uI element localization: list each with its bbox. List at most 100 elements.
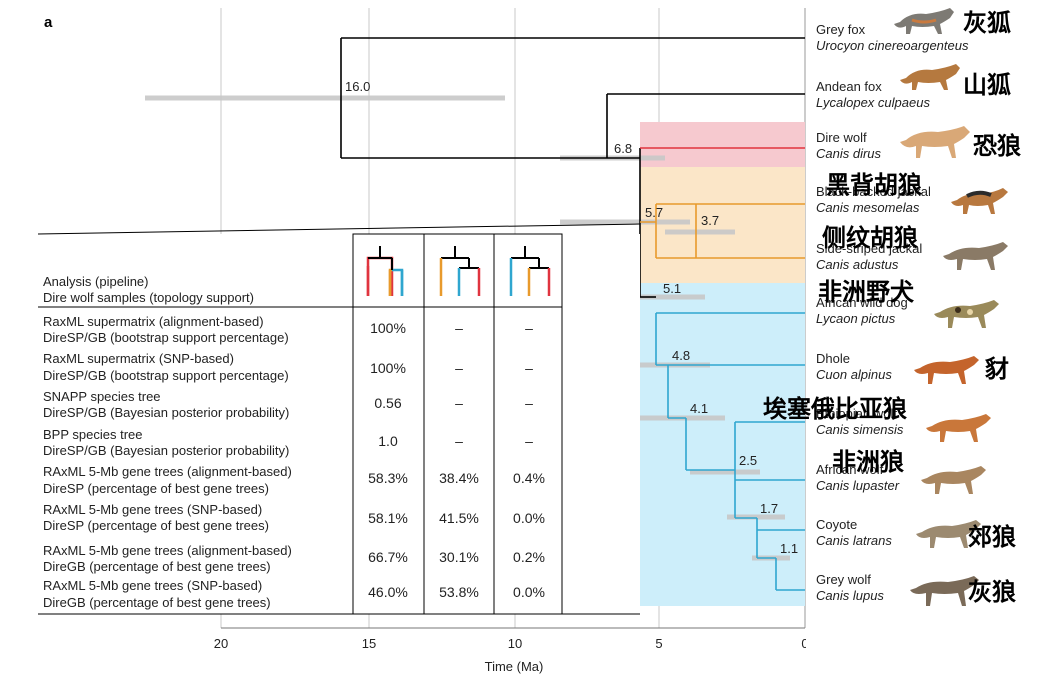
row-analysis: RaxML supermatrix (SNP-based) xyxy=(43,351,234,366)
taxon-common-name: Grey fox xyxy=(816,22,866,37)
cell-value: 58.1% xyxy=(368,510,408,526)
taxon-grey-wolf: Grey wolf Canis lupus xyxy=(816,572,884,603)
coyote-illustration xyxy=(916,520,981,548)
taxon-dhole: Dhole Cuon alpinus xyxy=(816,351,892,382)
node-age-label: 5.1 xyxy=(663,281,681,296)
node-age-label: 2.5 xyxy=(739,453,757,468)
grey-wolf-illustration xyxy=(910,576,979,606)
taxon-latin-name: Canis adustus xyxy=(816,257,899,272)
table-connector-line xyxy=(37,223,641,235)
cell-value: – xyxy=(525,395,533,411)
cell-value: 0.0% xyxy=(513,510,545,526)
black-backed-jackal-illustration xyxy=(951,188,1008,214)
dire-wolf-band xyxy=(640,122,805,167)
animal-illustrations xyxy=(894,8,1008,606)
cell-value: 100% xyxy=(370,320,406,336)
panel-label: a xyxy=(44,14,53,31)
row-pipeline: DireSP (percentage of best gene trees) xyxy=(43,518,269,533)
branch-ethiopian-wolf xyxy=(668,417,805,471)
row-pipeline: DireGB (percentage of best gene trees) xyxy=(43,559,271,574)
table-row: RAxML 5-Mb gene trees (SNP-based) DireSP… xyxy=(43,502,545,533)
taxon-latin-name: Canis lupaster xyxy=(816,478,900,493)
jackal-band xyxy=(640,167,805,283)
branch-jackals xyxy=(640,203,805,259)
chinese-name: 豺 xyxy=(984,355,1009,383)
cell-value: 38.4% xyxy=(439,470,479,486)
node-age-label: 16.0 xyxy=(345,79,370,94)
table-row: RAxML 5-Mb gene trees (SNP-based) DireGB… xyxy=(43,578,545,610)
african-wild-dog-illustration xyxy=(934,300,999,328)
cell-value: 0.56 xyxy=(374,395,401,411)
cell-value: 46.0% xyxy=(368,584,408,600)
taxon-labels: Grey fox Urocyon cinereoargenteus Andean… xyxy=(816,22,969,603)
chinese-name: 灰狼 xyxy=(968,578,1016,606)
table-row: SNAPP species tree DireSP/GB (Bayesian p… xyxy=(43,389,533,420)
taxon-common-name: Side-striped jackal xyxy=(816,241,922,256)
taxon-andean-fox: Andean fox Lycalopex culpaeus xyxy=(816,79,930,110)
chinese-name-overlays: 灰狐 山狐 恐狼 黑背胡狼 侧纹胡狼 非洲野犬 豺 埃塞俄比亚狼 非洲狼 郊狼 … xyxy=(763,9,1021,606)
cell-value: 0.4% xyxy=(513,470,545,486)
table-header-line: Analysis (pipeline) xyxy=(43,274,149,289)
taxa-panel xyxy=(806,8,1037,678)
branch-root xyxy=(340,37,805,159)
taxon-african-wolf: African wolf Canis lupaster xyxy=(816,462,900,493)
row-analysis: RAxML 5-Mb gene trees (alignment-based) xyxy=(43,543,292,558)
cell-value: – xyxy=(455,360,463,376)
taxon-side-striped-jackal: Side-striped jackal Canis adustus xyxy=(816,241,922,272)
table-header-line: Dire wolf samples (topology support) xyxy=(43,290,254,305)
row-analysis: RAxML 5-Mb gene trees (SNP-based) xyxy=(43,502,262,517)
row-analysis: RAxML 5-Mb gene trees (alignment-based) xyxy=(43,464,292,479)
wolf-like-band xyxy=(640,283,805,606)
row-analysis: RAxML 5-Mb gene trees (SNP-based) xyxy=(43,578,262,593)
cell-value: 53.8% xyxy=(439,584,479,600)
taxon-common-name: African wolf xyxy=(816,462,884,477)
taxon-common-name: Ethiopian wolf xyxy=(816,406,897,421)
cell-value: – xyxy=(525,320,533,336)
chinese-name: 埃塞俄比亚狼 xyxy=(763,395,907,423)
cell-value: 58.3% xyxy=(368,470,408,486)
chinese-name: 侧纹胡狼 xyxy=(822,224,918,252)
cell-value: – xyxy=(525,360,533,376)
tick-label: 5 xyxy=(655,636,662,651)
cell-value: 100% xyxy=(370,360,406,376)
cell-value: 30.1% xyxy=(439,549,479,565)
african-wolf-illustration xyxy=(921,466,986,494)
taxon-latin-name: Canis latrans xyxy=(816,533,892,548)
branch-african-wild-dog xyxy=(655,312,805,366)
taxon-common-name: African wild dog xyxy=(816,295,908,310)
node-age-label: 1.1 xyxy=(780,541,798,556)
taxon-coyote: Coyote Canis latrans xyxy=(816,517,892,548)
table-row: RAxML 5-Mb gene trees (alignment-based) … xyxy=(43,543,545,574)
chinese-name: 恐狼 xyxy=(973,132,1021,160)
taxon-common-name: Grey wolf xyxy=(816,572,871,587)
branch-andean-fox xyxy=(606,93,805,158)
taxon-common-name: Dhole xyxy=(816,351,850,366)
row-pipeline: DireSP/GB (bootstrap support percentage) xyxy=(43,330,289,345)
table-row: RaxML supermatrix (alignment-based) Dire… xyxy=(43,314,533,345)
chinese-name: 非洲狼 xyxy=(832,448,904,476)
branch-grey-wolf xyxy=(757,557,805,591)
chinese-name: 非洲野犬 xyxy=(818,278,915,306)
node-age-labels: 16.0 6.8 5.7 3.7 5.1 4.8 4.1 2.5 1.7 1.1 xyxy=(345,79,798,556)
row-analysis: RaxML supermatrix (alignment-based) xyxy=(43,314,264,329)
taxon-latin-name: Lycaon pictus xyxy=(816,311,896,326)
support-table: Analysis (pipeline) Dire wolf samples (t… xyxy=(37,223,641,615)
row-pipeline: DireSP (percentage of best gene trees) xyxy=(43,481,269,496)
table-row: RaxML supermatrix (SNP-based) DireSP/GB … xyxy=(43,351,533,383)
node-age-label: 4.1 xyxy=(690,401,708,416)
node-age-label: 3.7 xyxy=(701,213,719,228)
node-age-label: 4.8 xyxy=(672,348,690,363)
clade-bands xyxy=(640,122,805,606)
tree-branches xyxy=(340,37,805,591)
node-age-label: 5.7 xyxy=(645,205,663,220)
table-row: BPP species tree DireSP/GB (Bayesian pos… xyxy=(43,427,533,458)
tick-label: 15 xyxy=(362,636,376,651)
node-age-label: 1.7 xyxy=(760,501,778,516)
taxon-latin-name: Canis simensis xyxy=(816,422,904,437)
tick-label: 10 xyxy=(508,636,522,651)
time-axis: 20 15 10 5 0 Time (Ma) xyxy=(214,627,809,674)
node-age-label: 6.8 xyxy=(614,141,632,156)
chinese-name: 黑背胡狼 xyxy=(826,171,922,199)
cell-value: 66.7% xyxy=(368,549,408,565)
